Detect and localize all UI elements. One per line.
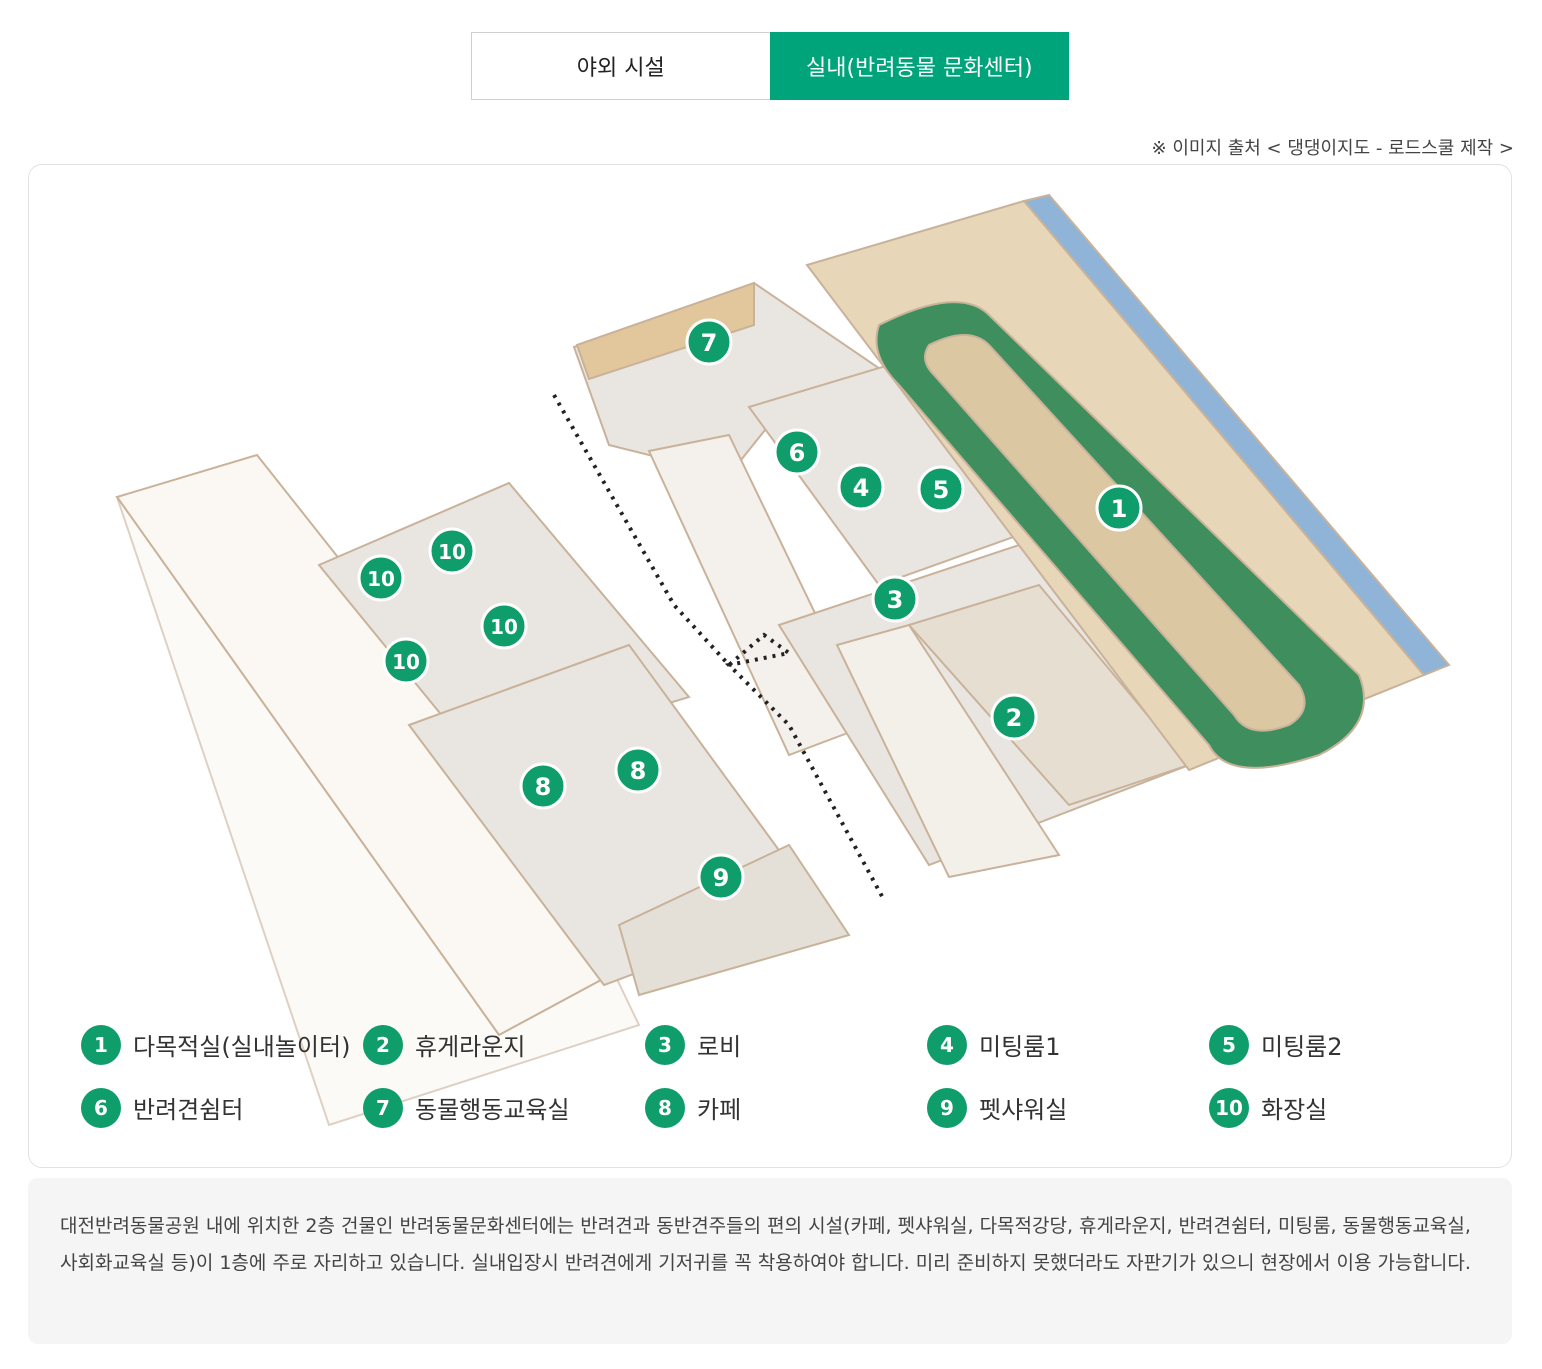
map-marker-6: 6: [773, 428, 821, 476]
legend-item: 7 동물행동교육실: [363, 1087, 645, 1128]
walking-path: [552, 394, 886, 901]
map-marker-5: 5: [917, 465, 965, 513]
legend-badge: 7: [363, 1087, 403, 1128]
legend-item: 9 펫샤워실: [927, 1087, 1209, 1128]
legend-item: 6 반려견쉼터: [81, 1087, 363, 1128]
legend-badge: 3: [645, 1024, 685, 1065]
svg-text:10: 10: [490, 615, 518, 639]
map-card: 1 2 3 4 5 6 7 8 8 9 10 10 10 10 1 다목적실(실내…: [28, 164, 1512, 1168]
legend-badge: 4: [927, 1024, 967, 1065]
legend-badge: 5: [1209, 1024, 1249, 1065]
legend-label: 화장실: [1261, 1096, 1328, 1124]
right-wing: [747, 363, 1191, 879]
legend-item: 3 로비: [645, 1024, 927, 1065]
legend-item: 4 미팅룸1: [927, 1024, 1209, 1065]
map-marker-9: 9: [697, 853, 745, 901]
svg-text:6: 6: [789, 439, 806, 467]
legend-badge: 10: [1209, 1087, 1249, 1128]
map-marker-1: 1: [1095, 484, 1143, 532]
legend-label: 펫샤워실: [979, 1096, 1068, 1124]
floor-map: 1 2 3 4 5 6 7 8 8 9 10 10 10 10: [115, 193, 1451, 1127]
map-marker-4: 4: [837, 463, 885, 511]
image-credit: ※ 이미지 출처 < 댕댕이지도 - 로드스쿨 제작 >: [1151, 138, 1514, 159]
legend-badge: 8: [645, 1087, 685, 1128]
tab-indoor[interactable]: 실내(반려동물 문화센터): [769, 32, 1069, 100]
svg-text:3: 3: [887, 586, 904, 614]
map-marker-8b: 8: [614, 746, 662, 794]
map-marker-10d: 10: [382, 637, 430, 685]
legend-label: 카페: [697, 1096, 742, 1124]
legend-item: 2 휴게라운지: [363, 1024, 645, 1065]
svg-text:8: 8: [630, 757, 647, 785]
svg-text:10: 10: [367, 567, 395, 591]
map-marker-7: 7: [685, 318, 733, 366]
map-marker-2: 2: [990, 693, 1038, 741]
svg-text:9: 9: [713, 864, 730, 892]
svg-text:5: 5: [933, 476, 950, 504]
legend-label: 미팅룸2: [1261, 1033, 1343, 1061]
legend-item: 5 미팅룸2: [1209, 1024, 1491, 1065]
legend-label: 동물행동교육실: [415, 1096, 570, 1124]
svg-text:4: 4: [853, 474, 870, 502]
legend: 1 다목적실(실내놀이터) 2 휴게라운지 3 로비 4 미팅룸1 5 미팅룸2 6 반려견…: [81, 1013, 1501, 1139]
legend-item: 1 다목적실(실내놀이터): [81, 1024, 363, 1065]
svg-text:10: 10: [438, 540, 466, 564]
map-marker-10a: 10: [357, 554, 405, 602]
svg-text:10: 10: [392, 650, 420, 674]
legend-label: 로비: [697, 1033, 742, 1061]
svg-text:7: 7: [701, 329, 718, 357]
map-marker-3: 3: [871, 575, 919, 623]
svg-text:1: 1: [1111, 495, 1128, 523]
tab-outdoor[interactable]: 야외 시설: [471, 32, 770, 100]
legend-badge: 6: [81, 1087, 121, 1128]
legend-badge: 1: [81, 1024, 121, 1065]
legend-label: 반려견쉼터: [133, 1096, 244, 1124]
map-marker-10b: 10: [428, 527, 476, 575]
legend-label: 미팅룸1: [979, 1033, 1061, 1061]
legend-label: 다목적실(실내놀이터): [133, 1033, 351, 1061]
map-marker-8a: 8: [519, 762, 567, 810]
map-marker-10c: 10: [480, 602, 528, 650]
legend-badge: 2: [363, 1024, 403, 1065]
legend-label: 휴게라운지: [415, 1033, 526, 1061]
svg-text:8: 8: [535, 773, 552, 801]
legend-item: 10 화장실: [1209, 1087, 1491, 1128]
description-box: 대전반려동물공원 내에 위치한 2층 건물인 반려동물문화센터에는 반려견과 동…: [28, 1178, 1512, 1344]
legend-badge: 9: [927, 1087, 967, 1128]
facility-tabs: 야외 시설 실내(반려동물 문화센터): [471, 32, 1069, 100]
legend-item: 8 카페: [645, 1087, 927, 1128]
svg-text:2: 2: [1006, 704, 1023, 732]
